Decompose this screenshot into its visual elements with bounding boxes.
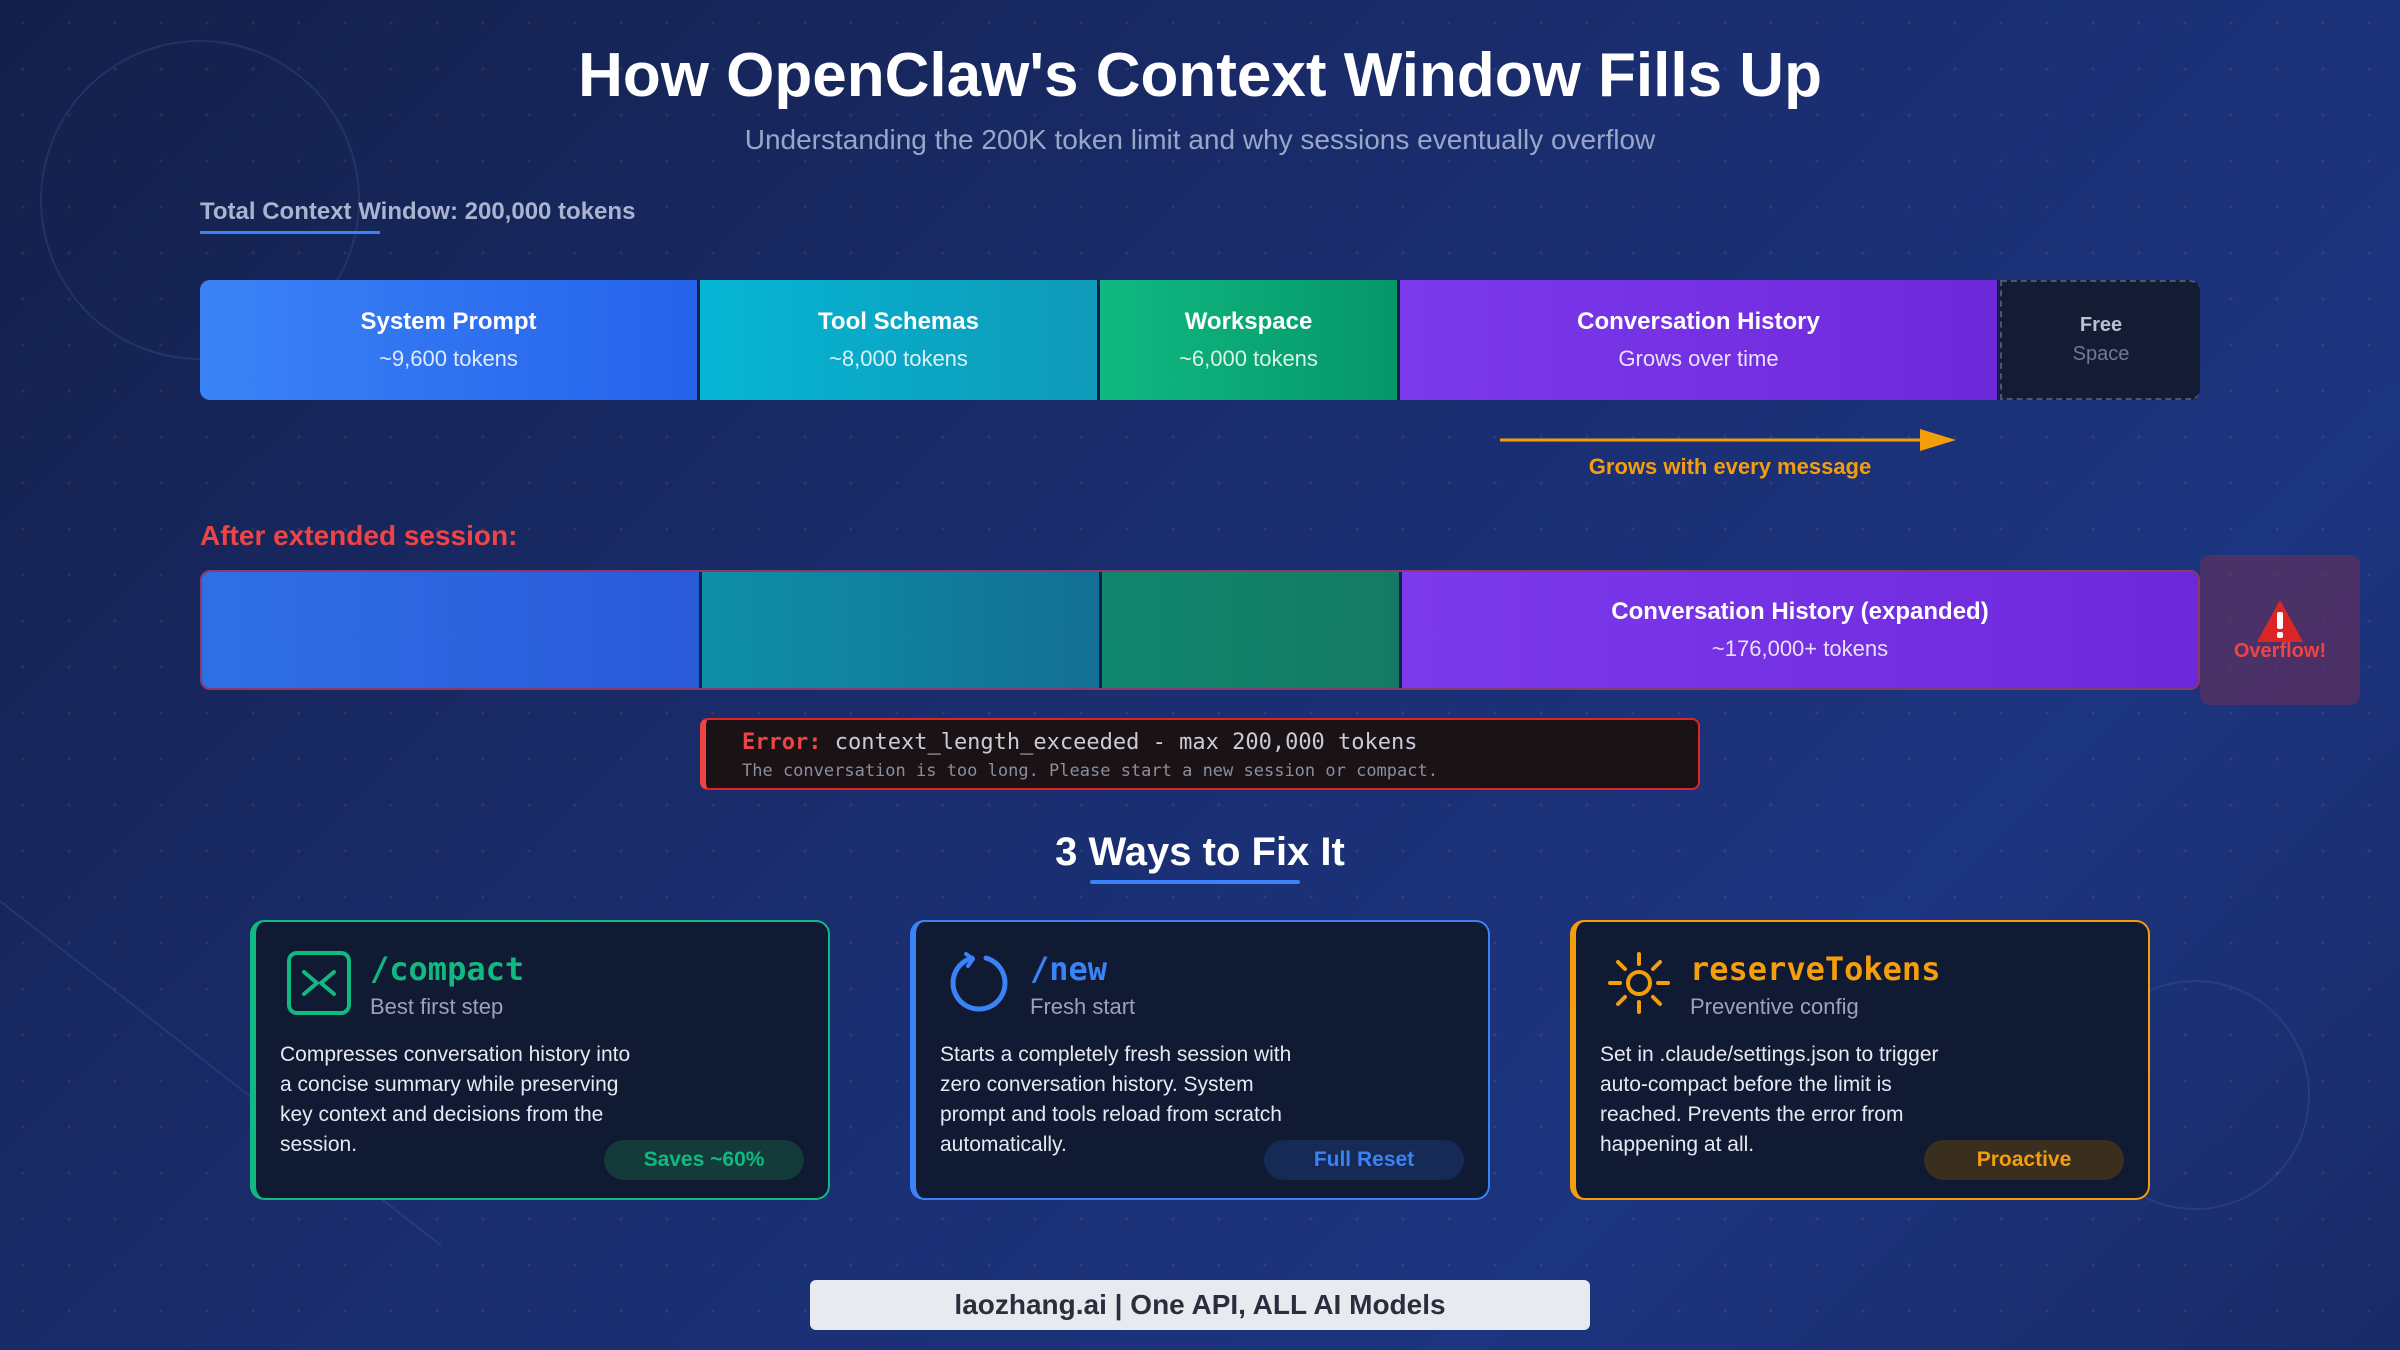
segment-title: System Prompt <box>360 308 537 335</box>
growth-label: Grows with every message <box>1588 454 1872 479</box>
card-subtitle: Best first step <box>370 994 504 1019</box>
card-title: /compact <box>370 950 525 988</box>
card-badge: Saves ~60% <box>604 1140 804 1180</box>
card-reserve-tokens: reserveTokens Preventive config Set in .… <box>1570 920 2150 1200</box>
error-message: context_length_exceeded - max 200,000 to… <box>834 730 1418 755</box>
label-underline <box>200 231 380 234</box>
growth-arrow-icon <box>1500 429 1956 451</box>
segment-detail: ~176,000+ tokens <box>1711 636 1889 661</box>
segment-workspace: Workspace ~6,000 tokens <box>1100 280 1400 400</box>
error-message-box: Error: context_length_exceeded - max 200… <box>700 718 1700 790</box>
overflow-label: Overflow! <box>2233 639 2327 662</box>
fix-section-title: 3 Ways to Fix It <box>1055 830 1345 874</box>
context-window-bar: System Prompt ~9,600 tokens Tool Schemas… <box>200 280 2200 400</box>
overflow-indicator: Overflow! <box>2200 555 2360 705</box>
card-description: Set in .claude/settings.json to trigger … <box>1600 1043 1939 1156</box>
warning-icon <box>2257 599 2303 642</box>
refresh-icon <box>950 952 1008 1012</box>
segment-title: Workspace <box>1184 308 1313 335</box>
segment-detail: ~8,000 tokens <box>829 346 968 371</box>
sun-icon <box>1608 952 1670 1014</box>
card-new: /new Fresh start Starts a completely fre… <box>910 920 1490 1200</box>
card-badge: Proactive <box>1924 1140 2124 1180</box>
overflow-context-bar: Conversation History (expanded) ~176,000… <box>200 570 2200 690</box>
segment-detail: Grows over time <box>1618 346 1779 371</box>
segment-title: Conversation History (expanded) <box>1611 598 1989 625</box>
segment-detail: ~9,600 tokens <box>379 346 518 371</box>
card-description: Starts a completely fresh session with z… <box>940 1043 1292 1156</box>
segment-conversation-history: Conversation History Grows over time <box>1400 280 2000 400</box>
card-title: /new <box>1030 950 1108 988</box>
compress-icon <box>287 951 351 1015</box>
segment-detail: ~6,000 tokens <box>1179 346 1318 371</box>
segment-free-space: Free Space <box>2000 280 2200 400</box>
segment-tool-schemas: Tool Schemas ~8,000 tokens <box>700 280 1100 400</box>
page-subtitle: Understanding the 200K token limit and w… <box>744 124 1656 155</box>
card-description: Compresses conversation history into a c… <box>280 1043 631 1156</box>
card-subtitle: Preventive config <box>1690 994 1859 1019</box>
segment-system-prompt: System Prompt ~9,600 tokens <box>200 280 700 400</box>
card-subtitle: Fresh start <box>1030 994 1136 1019</box>
card-title: reserveTokens <box>1690 950 1941 988</box>
total-context-label: Total Context Window: 200,000 tokens <box>200 198 636 225</box>
segment-system-prompt <box>202 572 702 688</box>
segment-title: Free <box>2079 314 2123 336</box>
segment-detail: Space <box>2072 343 2130 365</box>
segment-title: Tool Schemas <box>818 308 979 335</box>
error-prefix: Error: <box>742 730 822 755</box>
fix-title-underline <box>1090 880 1300 884</box>
card-badge: Full Reset <box>1264 1140 1464 1180</box>
after-session-label: After extended session: <box>200 520 518 551</box>
card-compact: /compact Best first step Compresses conv… <box>250 920 830 1200</box>
page-title: How OpenClaw's Context Window Fills Up <box>578 41 1822 110</box>
footer-banner: laozhang.ai | One API, ALL AI Models <box>810 1280 1590 1330</box>
segment-title: Conversation History <box>1577 308 1820 335</box>
segment-tool-schemas <box>702 572 1102 688</box>
error-detail: The conversation is too long. Please sta… <box>742 761 1438 781</box>
error-line: Error: context_length_exceeded - max 200… <box>742 730 1698 755</box>
segment-workspace <box>1102 572 1402 688</box>
segment-conversation-expanded: Conversation History (expanded) ~176,000… <box>1402 572 2198 688</box>
